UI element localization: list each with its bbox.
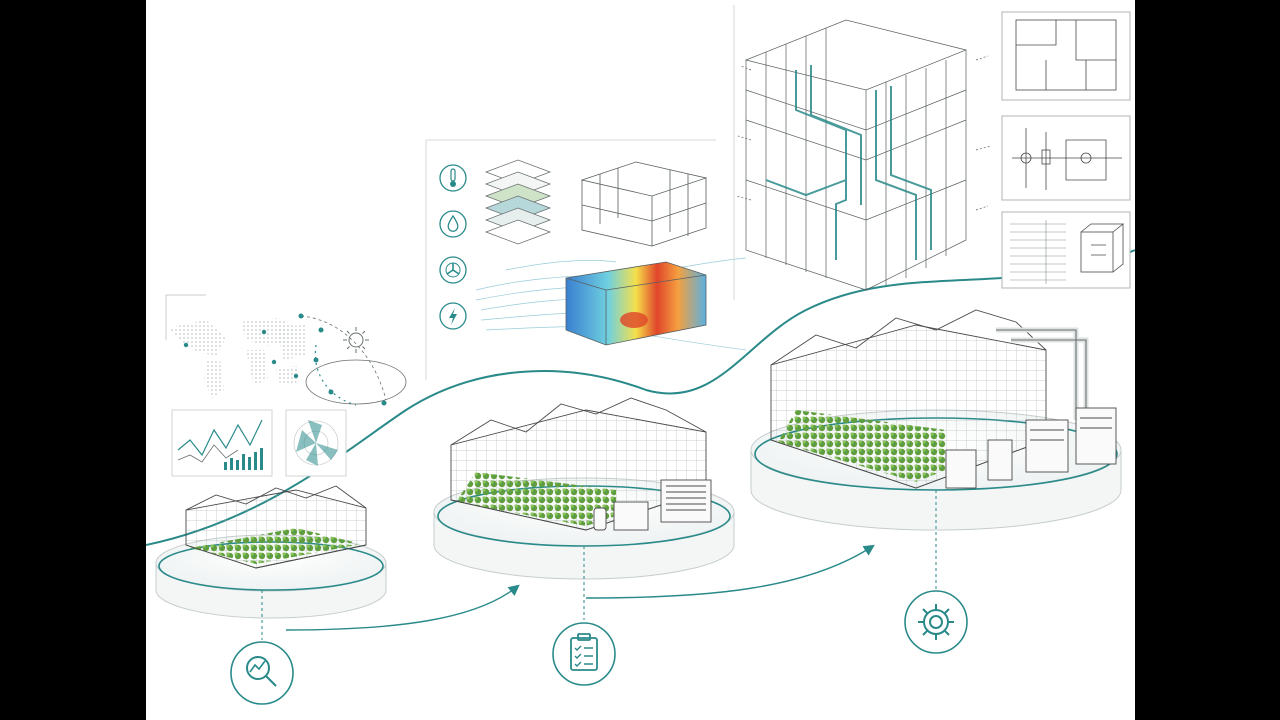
simulation-panel [425, 139, 747, 380]
world-map [168, 318, 306, 398]
magnifier-chart-icon [246, 656, 277, 687]
arrow-stage2-to-stage3 [585, 544, 875, 599]
hvac-unit [593, 479, 712, 531]
stage-1-icon-button [230, 641, 294, 705]
airflow-heatmap [475, 257, 747, 351]
thermometer-icon [439, 164, 467, 192]
site-analysis-panel [165, 294, 407, 477]
gear-icon [918, 604, 954, 640]
engineering-blueprint [733, 5, 1131, 300]
sun-path-diagram [298, 313, 407, 406]
stage-3-icon-button [904, 590, 968, 654]
structure-wireframe [580, 161, 708, 247]
clipboard-checklist-icon [570, 633, 598, 671]
stage-1-greenhouse [185, 485, 367, 569]
sun-icon [343, 327, 369, 353]
climate-chart [171, 409, 273, 477]
water-drop-icon [439, 210, 467, 238]
layer-stack [484, 159, 552, 245]
diagram-canvas [146, 0, 1135, 720]
parameter-icons [439, 164, 467, 330]
floor-plan-sheet [1001, 11, 1131, 101]
mechanical-equipment [945, 327, 1117, 489]
equipment-spec-sheet [1001, 211, 1131, 289]
fan-icon [439, 256, 467, 284]
stage-3-greenhouse [770, 309, 1117, 489]
greenhouse-process-diagram [146, 5, 1135, 705]
arrow-stage1-to-stage2 [285, 584, 520, 631]
schematic-sheet [1001, 115, 1131, 201]
lightning-icon [439, 302, 467, 330]
stage-2-greenhouse [450, 397, 712, 531]
stage-2-icon-button [552, 622, 616, 686]
wind-rose [285, 409, 347, 477]
piping-isometric [735, 19, 992, 291]
